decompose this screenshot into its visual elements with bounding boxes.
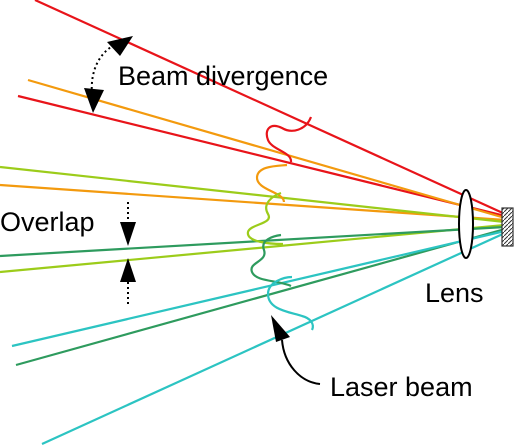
laser-beam-pointer-line xyxy=(281,339,321,385)
dark-green-wavefront xyxy=(250,233,292,288)
dark-green-beam-lower-edge xyxy=(15,227,506,367)
cyan-beam-lower-edge xyxy=(41,231,506,446)
double-arrow-icon xyxy=(84,36,133,113)
beam-divergence-label: Beam divergence xyxy=(118,61,328,91)
lens-label: Lens xyxy=(425,278,484,308)
red-wavefront xyxy=(265,116,313,163)
pointer-arrow-icon xyxy=(271,315,321,385)
divergence-arrowhead-top xyxy=(107,36,133,56)
divergence-arrowhead-bottom xyxy=(84,88,104,113)
overlap-arrowhead-up xyxy=(120,258,136,282)
divergence-dotted-arc xyxy=(90,43,117,95)
laser-beam-label: Laser beam xyxy=(330,372,473,402)
overlap-label: Overlap xyxy=(0,207,95,237)
cyan-wavefront xyxy=(266,275,314,331)
orange-beam-upper-edge xyxy=(27,78,506,220)
laser-array-icon xyxy=(501,207,514,247)
wavefronts xyxy=(246,116,314,331)
laser-beam-pointer-head xyxy=(271,315,290,342)
lens-icon xyxy=(458,189,474,259)
red-beam-lower-edge xyxy=(17,94,506,218)
cyan-beam-upper-edge xyxy=(11,229,506,348)
red-beam-upper-edge xyxy=(34,0,506,216)
orange-beam-lower-edge xyxy=(0,183,506,222)
beam-lines xyxy=(0,0,506,446)
overlap-arrowhead-down xyxy=(120,222,136,246)
yellow-green-beam-upper-edge xyxy=(0,165,506,224)
dark-green-beam-upper-edge xyxy=(0,225,506,258)
yellow-green-wavefront xyxy=(246,191,284,246)
overlap-arrows xyxy=(120,202,136,306)
